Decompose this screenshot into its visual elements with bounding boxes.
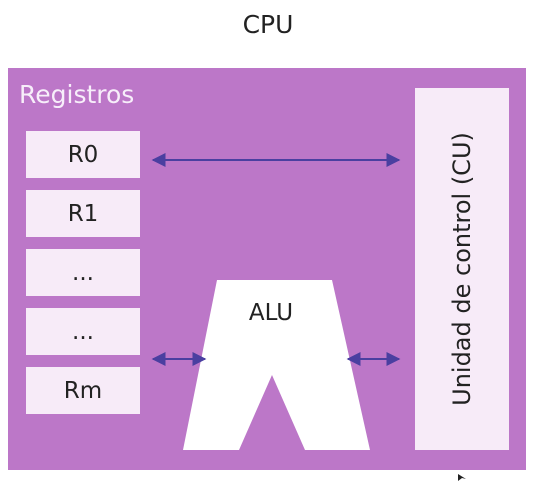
control-unit-box: Unidad de control (CU) <box>415 88 509 450</box>
register-r1: R1 <box>26 190 140 237</box>
register-rm: Rm <box>26 367 140 414</box>
cpu-box: Registros R0 R1 ... ... Rm Unidad de con… <box>8 68 526 470</box>
registers-heading: Registros <box>19 80 135 109</box>
register-ellipsis-1: ... <box>26 249 140 296</box>
register-r0: R0 <box>26 131 140 178</box>
mouse-cursor-icon <box>458 474 466 481</box>
alu-shape <box>183 280 370 450</box>
alu-label: ALU <box>248 300 294 326</box>
register-ellipsis-2: ... <box>26 308 140 355</box>
cpu-title: CPU <box>242 10 294 39</box>
